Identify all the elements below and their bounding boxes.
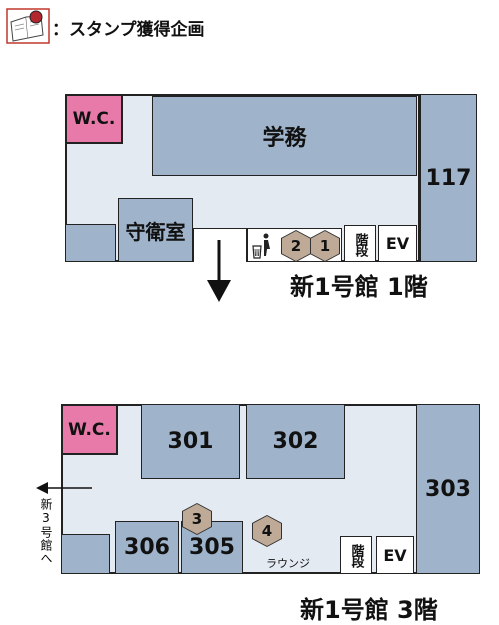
floor3-title: 新1号館 3階 bbox=[300, 596, 438, 624]
floor3-room-302: 302 bbox=[246, 404, 345, 479]
stamp-book-icon bbox=[6, 8, 50, 44]
floor1-ev: EV bbox=[378, 225, 417, 262]
floor1-room-117: 117 bbox=[420, 94, 477, 262]
floor3-room-301: 301 bbox=[141, 404, 240, 479]
floor3-ev: EV bbox=[376, 536, 414, 574]
floor1-stairs: 階段 bbox=[344, 225, 376, 262]
floor3-wc: W.C. bbox=[61, 404, 118, 455]
floor3-lounge-label: ラウンジ bbox=[266, 557, 310, 570]
floor3-corner-room bbox=[61, 534, 110, 574]
floor1-room-shuei: 守衛室 bbox=[118, 198, 193, 262]
floor3-room-303: 303 bbox=[416, 404, 480, 574]
trash-can-icon bbox=[251, 232, 273, 260]
legend: ：スタンプ獲得企画 bbox=[6, 6, 266, 46]
floor1-wc: W.C. bbox=[65, 94, 123, 144]
floor3-direction-label: 新3号館へ bbox=[39, 498, 53, 565]
down-arrow-icon bbox=[204, 240, 234, 304]
floor3-stairs: 階段 bbox=[340, 536, 372, 574]
floor1-title: 新1号館 1階 bbox=[290, 273, 428, 301]
left-arrow-icon bbox=[36, 480, 92, 496]
floor3-room-306: 306 bbox=[115, 521, 179, 574]
floor1-amenity-strip: 2 1 bbox=[247, 228, 342, 262]
stamp-spot-3[interactable]: 3 bbox=[183, 504, 211, 534]
floor3-room-305: 305 bbox=[181, 521, 243, 574]
legend-text: ：スタンプ獲得企画 bbox=[52, 20, 205, 40]
floor1-room-gakumu: 学務 bbox=[152, 96, 417, 176]
floor1-corner-room bbox=[65, 224, 116, 262]
